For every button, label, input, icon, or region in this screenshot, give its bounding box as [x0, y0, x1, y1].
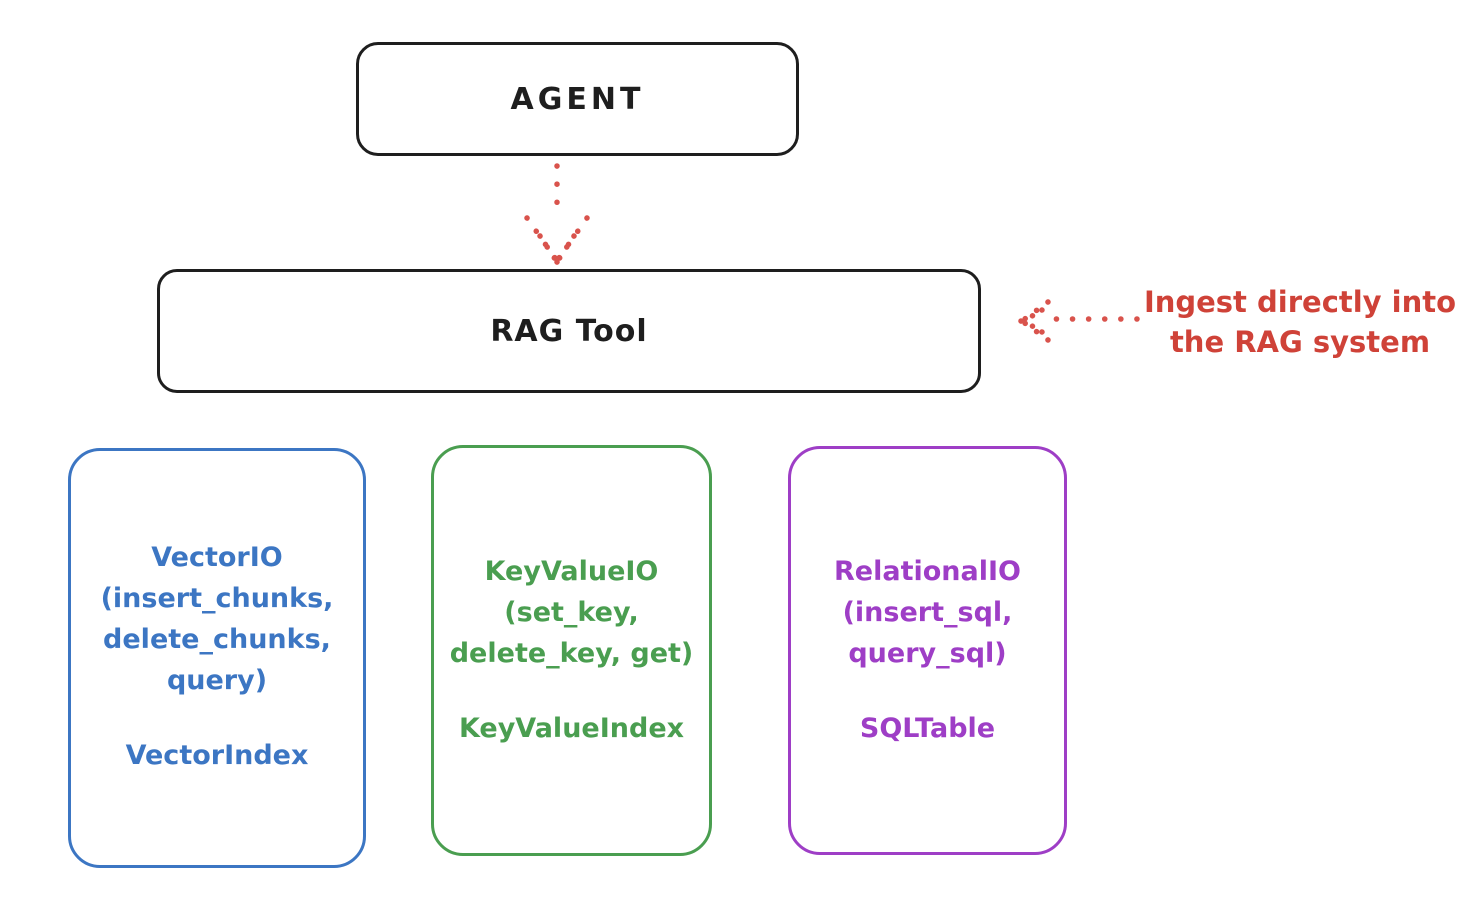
vector-io-line: delete_chunks, — [103, 624, 331, 655]
vector-index-label: VectorIndex — [125, 740, 309, 771]
arrow-down-icon — [524, 163, 590, 265]
agent-node-label: AGENT — [510, 81, 645, 117]
vector-io-line: (insert_chunks, — [100, 583, 334, 614]
vector-io-line: query) — [166, 665, 268, 696]
ingest-annotation-line2: the RAG system — [1169, 325, 1431, 359]
keyvalue-io-line: (set_key, — [504, 597, 639, 628]
sql-table-label: SQLTable — [859, 713, 996, 744]
relational-io-line: query_sql) — [848, 638, 1007, 669]
relational-io-line: (insert_sql, — [842, 597, 1013, 628]
keyvalue-io-line: delete_key, get) — [449, 638, 694, 669]
arrow-left-icon — [1018, 299, 1140, 343]
agent-node: AGENT — [356, 42, 799, 156]
rag-tool-node: RAG Tool — [157, 269, 981, 393]
vector-io-node: VectorIO (insert_chunks, delete_chunks, … — [68, 448, 366, 868]
vector-io-line: VectorIO — [151, 542, 283, 573]
relational-io-text: RelationalIO (insert_sql, query_sql) SQL… — [791, 449, 1064, 749]
rag-tool-node-label: RAG Tool — [490, 313, 648, 349]
relational-io-node: RelationalIO (insert_sql, query_sql) SQL… — [788, 446, 1067, 855]
relational-io-line: RelationalIO — [834, 556, 1021, 587]
vector-io-text: VectorIO (insert_chunks, delete_chunks, … — [71, 451, 363, 776]
ingest-annotation: Ingest directly into the RAG system — [1120, 282, 1480, 362]
keyvalue-io-text: KeyValueIO (set_key, delete_key, get) Ke… — [434, 448, 709, 749]
keyvalue-io-node: KeyValueIO (set_key, delete_key, get) Ke… — [431, 445, 712, 856]
keyvalue-index-label: KeyValueIndex — [458, 713, 685, 744]
ingest-annotation-line1: Ingest directly into — [1143, 285, 1457, 319]
keyvalue-io-line: KeyValueIO — [484, 556, 659, 587]
